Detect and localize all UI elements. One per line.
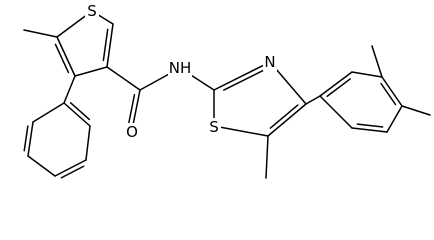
single-bond-BC6-BC1 bbox=[319, 95, 353, 129]
thiophene-sulfur-label: S bbox=[87, 2, 97, 20]
single-bond-BC3-M3 bbox=[371, 45, 383, 78]
single-bond-C3-C4 bbox=[74, 66, 108, 77]
carbonyl-oxygen-atom: O bbox=[125, 123, 139, 141]
single-bond-Ph2-Ph3 bbox=[85, 125, 91, 161]
single-bond-BC4-M4 bbox=[401, 105, 431, 116]
double-bond-inner-BC3-BC4 bbox=[380, 82, 397, 106]
single-bond-C4-PhA bbox=[63, 75, 76, 104]
double-bond-inner-C4-C5 bbox=[54, 43, 70, 74]
double-bond-BC5-BC6 bbox=[351, 127, 388, 133]
carbonyl-oxygen-label: O bbox=[126, 123, 138, 141]
single-bond-Ph6-PhA bbox=[32, 102, 65, 123]
single-bond-TC5-TS1 bbox=[213, 125, 269, 137]
double-bond-inner-TC4-TC5 bbox=[269, 104, 299, 129]
double-bond-C2-C3 bbox=[106, 23, 114, 68]
double-bond-inner-PhA-Ph2 bbox=[69, 102, 91, 121]
double-bond-BC1-BC2 bbox=[319, 71, 353, 97]
single-bond-Ph4-Ph5 bbox=[27, 155, 56, 177]
double-bond-inner-CA-O bbox=[127, 93, 136, 125]
double-bond-C4-C5 bbox=[56, 36, 76, 77]
single-bond-BC4-BC5 bbox=[386, 105, 403, 133]
thiazole-nitrogen-atom: N bbox=[263, 53, 277, 71]
double-bond-TC4-TC5 bbox=[267, 103, 307, 137]
thiazole-sulfur-atom: S bbox=[207, 118, 221, 136]
double-bond-BC3-BC4 bbox=[381, 76, 403, 107]
double-bond-PhA-Ph2 bbox=[63, 102, 91, 127]
double-bond-inner-C2-C3 bbox=[102, 28, 109, 62]
single-bond-TC4-BC1 bbox=[305, 95, 321, 105]
thiophene-sulfur-atom: S bbox=[85, 2, 99, 20]
double-bond-inner-BC5-BC6 bbox=[356, 123, 384, 128]
single-bond-BC2-BC3 bbox=[351, 71, 383, 78]
bond-layer bbox=[23, 10, 431, 179]
amide-nitrogen-label: NH bbox=[169, 59, 192, 77]
double-bond-inner-Ph3-Ph4 bbox=[60, 165, 85, 179]
double-bond-inner-TC2-TN3 bbox=[223, 69, 265, 91]
double-bond-TC2-TN3 bbox=[213, 61, 271, 91]
amide-nitrogen-atom: NH bbox=[168, 59, 192, 77]
thiazole-nitrogen-label: N bbox=[264, 53, 275, 71]
single-bond-C3-CA bbox=[106, 66, 141, 91]
thiazole-sulfur-label: S bbox=[209, 118, 219, 136]
single-bond-TC5-TM5 bbox=[265, 135, 269, 179]
atom-label-layer: S NH O N S bbox=[85, 2, 277, 141]
single-bond-C5-M5 bbox=[23, 29, 58, 38]
double-bond-inner-Ph5-Ph6 bbox=[23, 125, 29, 152]
double-bond-Ph3-Ph4 bbox=[54, 159, 87, 177]
molecule-structure-diagram: S NH O N S bbox=[23, 2, 431, 179]
double-bond-inner-BC1-BC2 bbox=[326, 78, 351, 97]
double-bond-Ph5-Ph6 bbox=[27, 121, 34, 157]
